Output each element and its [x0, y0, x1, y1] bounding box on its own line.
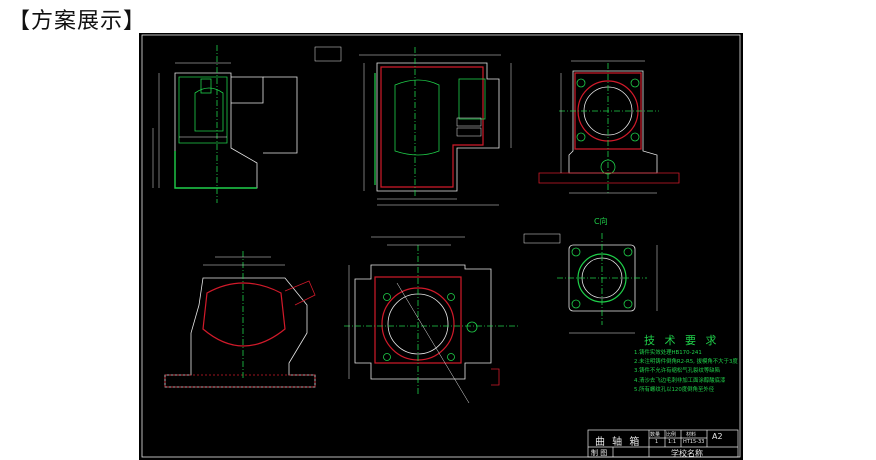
tech-requirements-title: 技 术 要 求	[644, 334, 720, 347]
tech-requirement-item: 4.清沙去飞边毛刺非加工面涂醇酸底漆	[634, 377, 726, 384]
view-front-section	[152, 45, 298, 203]
title-block-school-label: 学校名称	[671, 449, 703, 458]
tech-requirements-list: 1.铸件实效处理HB170-241 2.未注明铸件倒角R2-R5, 拔模角不大于…	[634, 349, 743, 395]
title-block-part-name: 曲 轴 箱	[595, 437, 642, 448]
view-side-section	[314, 46, 512, 206]
sheet-border	[141, 34, 741, 458]
title-block-col-scale: 比例	[666, 432, 677, 438]
title-block-material: HT15-33	[683, 439, 705, 445]
view-section-aa	[164, 251, 316, 388]
title-block-col-qty: 数量	[650, 432, 661, 438]
title-block-drawn-label: 制 图	[591, 449, 608, 457]
tech-requirement-item: 2.未注明铸件倒角R2-R5, 拔模角不大于3度	[634, 359, 738, 366]
title-block-scale: 1:1	[668, 439, 677, 445]
cad-drawing: C向 技 术 要 求 1.铸件实效处理HB170-241 2.未注明铸件倒角R2…	[139, 33, 743, 460]
title-block-qty: 1	[655, 439, 659, 445]
view-label-c: C向	[594, 217, 608, 226]
title-block-sheet: A2	[712, 432, 723, 441]
page-heading: 【方案展示】	[8, 9, 147, 34]
title-block-col-material: 材料	[686, 432, 697, 438]
tech-requirement-item: 1.铸件实效处理HB170-241	[634, 350, 702, 356]
view-c-direction	[523, 233, 658, 334]
title-block-frame	[587, 429, 739, 458]
tech-requirement-item: 3.铸件不允许有缩松气孔裂纹等缺陷	[634, 368, 721, 375]
tech-requirement-item: 5.所有螺纹孔以120度倒角至外径	[634, 386, 715, 393]
drawing-sheet	[141, 34, 741, 458]
view-end	[538, 60, 680, 194]
view-front-flange	[344, 236, 519, 404]
